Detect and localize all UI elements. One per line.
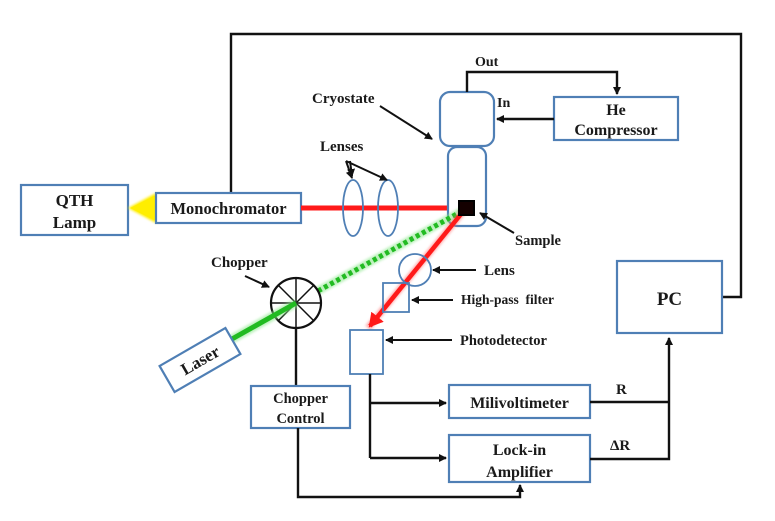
monochromator: Monochromator xyxy=(154,191,303,225)
qth-lamp: QTH Lamp xyxy=(19,183,130,237)
chopper-control-label-1: Chopper xyxy=(273,391,328,407)
chopper-control: Chopper Control xyxy=(249,384,352,430)
r-label: R xyxy=(616,382,627,398)
reflected-beam xyxy=(368,206,468,328)
photodetector xyxy=(349,329,384,375)
pc-label: PC xyxy=(657,289,682,310)
chopper-control-label-2: Control xyxy=(276,411,324,427)
reference-wire xyxy=(296,428,524,499)
delta-r-label: ΔR xyxy=(610,438,630,454)
lens-1-icon xyxy=(342,179,364,237)
lock-in-amplifier: Lock-in Amplifier xyxy=(447,433,592,484)
pc: PC xyxy=(615,259,724,335)
sample-arrow xyxy=(479,212,515,234)
photodetector-label: Photodetector xyxy=(460,333,548,349)
wire-pc-monochromator xyxy=(229,32,743,299)
qth-lamp-label-2: Lamp xyxy=(53,213,96,232)
sample-label: Sample xyxy=(515,233,561,249)
chopper-label: Chopper xyxy=(211,255,268,271)
cryostat xyxy=(438,90,496,228)
high-pass-filter xyxy=(382,282,410,313)
lenses-arrow-2 xyxy=(345,160,388,181)
delta-r-signal-wire xyxy=(590,337,673,461)
high-pass-filter-label: High-pass filter xyxy=(461,292,554,307)
cryostat-label: Cryostate xyxy=(312,91,375,107)
he-compressor: He Compressor xyxy=(552,95,680,142)
cryostat-arrow xyxy=(379,105,433,140)
out-label: Out xyxy=(475,55,499,70)
milivoltimeter: Milivoltimeter xyxy=(447,383,592,420)
pump-beam xyxy=(230,300,298,342)
chopper-arrow xyxy=(244,275,270,288)
qth-lamp-label-1: QTH xyxy=(56,191,94,210)
lens-icon xyxy=(398,253,432,287)
lens-2-icon xyxy=(377,179,399,237)
lock-in-label-1: Lock-in xyxy=(493,442,546,459)
he-compressor-label-2: Compressor xyxy=(574,122,657,139)
milivoltimeter-label: Milivoltimeter xyxy=(470,395,569,412)
monochromator-label: Monochromator xyxy=(170,199,286,218)
in-label: In xyxy=(497,96,510,111)
lenses-label: Lenses xyxy=(320,139,364,155)
lock-in-label-2: Amplifier xyxy=(486,464,553,481)
lens-label: Lens xyxy=(484,263,515,279)
laser: Laser xyxy=(158,326,242,394)
he-out-line xyxy=(465,70,621,95)
he-compressor-label-1: He xyxy=(606,102,626,119)
